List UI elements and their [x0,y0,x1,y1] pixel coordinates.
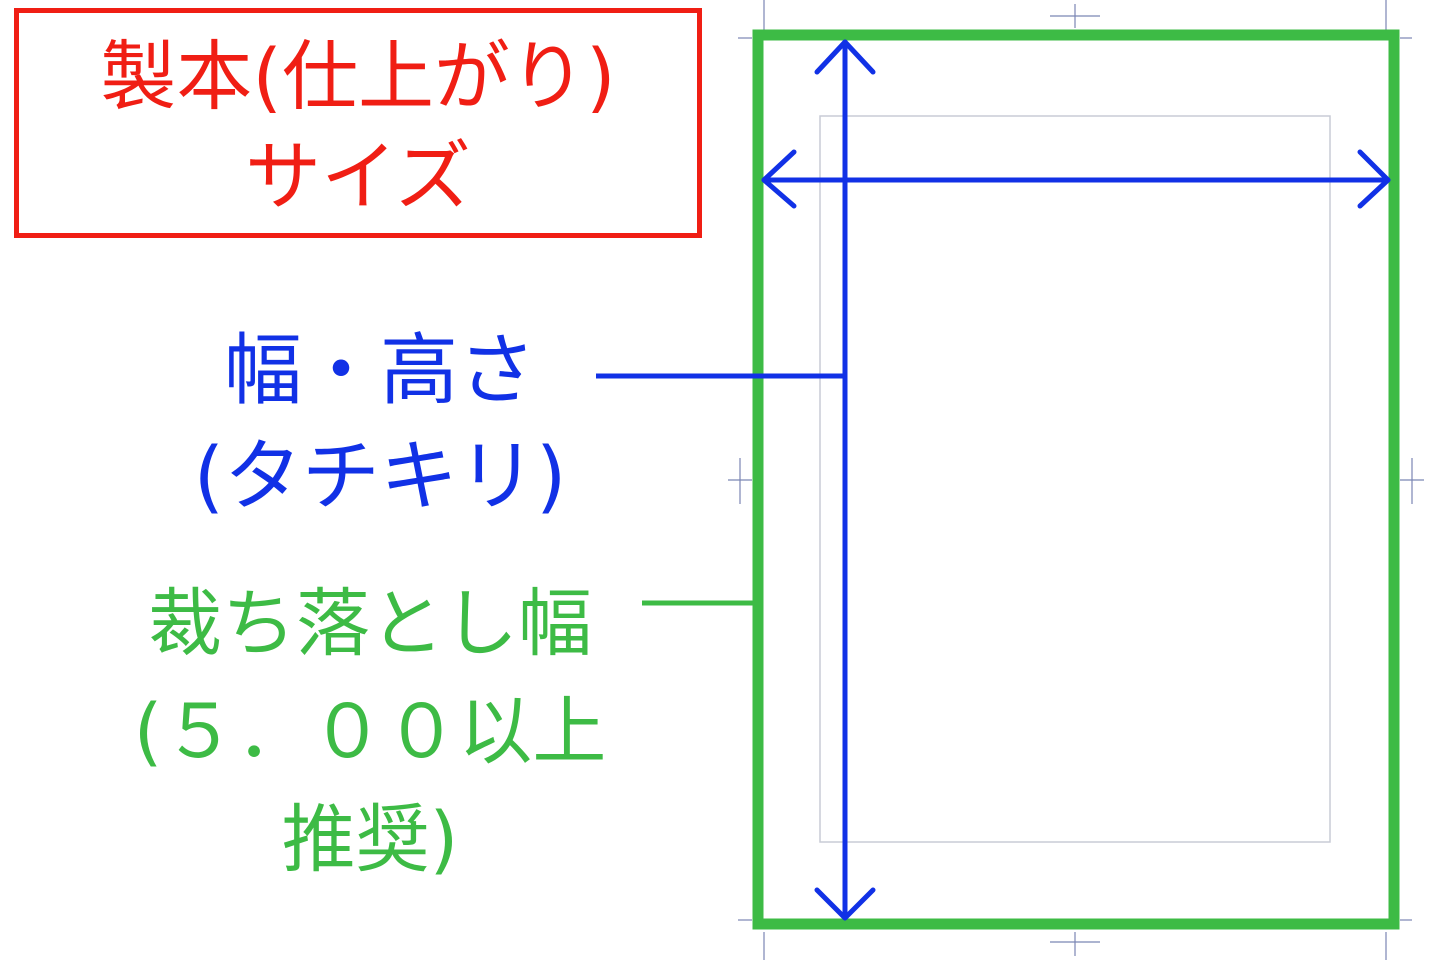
finished-size-title: 製本(仕上がり) [100,32,616,121]
dimension-arrows [761,39,1391,921]
bleed-width-label-line1: 裁ち落とし幅 [148,581,592,667]
width-arrow-right-head [1357,149,1391,209]
trim-size-label-line1: 幅・高さ [223,326,536,416]
page-frame [752,29,1400,930]
finished-size-subtitle: サイズ [245,132,471,221]
bleed-width-label-line2: (５．００以上 [133,689,607,775]
trim-size-label-line2: (タチキリ) [193,432,567,522]
height-arrow-top-head [814,39,876,75]
bleed-width-label: 裁ち落とし幅 (５．００以上 推奨) [40,570,700,894]
finished-size-label-box: 製本(仕上がり) サイズ [14,8,702,238]
trim-size-label: 幅・高さ (タチキリ) [150,318,610,530]
crop-marks [728,0,1424,960]
bleed-width-label-line3: 推奨) [281,797,459,883]
inner-guide-rect [819,115,1331,843]
width-arrow-left-head [761,149,797,209]
height-arrow-bottom-head [814,887,876,921]
